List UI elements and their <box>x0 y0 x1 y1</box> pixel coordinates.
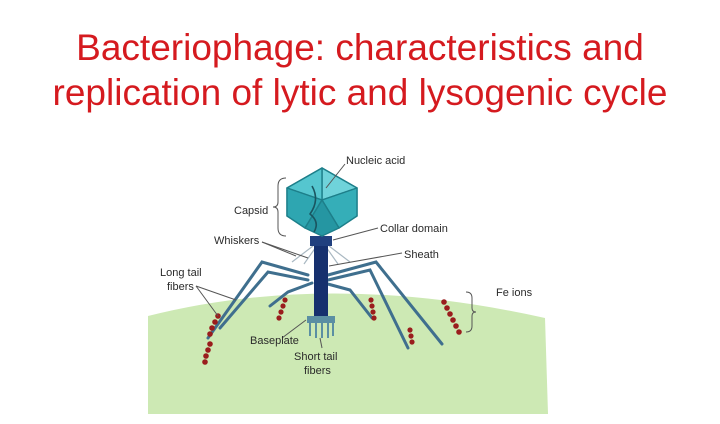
leader-long-tail-fibers-1 <box>195 285 237 301</box>
leader-long-tail-fibers-2 <box>195 285 219 317</box>
cell-surface <box>148 293 548 414</box>
label-short-tail-fibers-line-1: Short tail <box>294 351 337 363</box>
label-sheath: Sheath <box>404 249 439 261</box>
title-line-2: replication of lytic and lysogenic cycle <box>52 72 668 113</box>
leader-collar-domain <box>332 227 379 241</box>
fe-ions-brace <box>465 291 477 333</box>
leader-whiskers-2 <box>261 241 309 259</box>
leader-baseplate <box>281 319 307 339</box>
label-short-tail-fibers-line-2: fibers <box>304 365 331 377</box>
leader-sheath <box>328 252 403 267</box>
title-line-1: Bacteriophage: characteristics and <box>76 27 644 68</box>
collar <box>310 236 332 246</box>
tail-sheath <box>314 246 328 316</box>
label-long-tail-fibers-line-2: fibers <box>167 281 194 293</box>
leader-nucleic-acid <box>325 163 346 189</box>
label-capsid: Capsid <box>234 205 268 217</box>
label-baseplate: Baseplate <box>250 335 299 347</box>
label-fe-ions: Fe ions <box>496 287 533 299</box>
label-long-tail-fibers-line-1: Long tail <box>160 267 202 279</box>
label-collar-domain: Collar domain <box>380 223 448 235</box>
label-nucleic-acid: Nucleic acid <box>346 155 405 167</box>
baseplate <box>307 316 335 323</box>
label-whiskers: Whiskers <box>214 235 260 247</box>
capsid-brace <box>272 177 287 237</box>
long-tail-fibers <box>206 260 444 350</box>
short-tail-fibers <box>309 323 334 338</box>
capsid <box>286 167 358 237</box>
leader-short-tail-fibers <box>319 337 323 349</box>
